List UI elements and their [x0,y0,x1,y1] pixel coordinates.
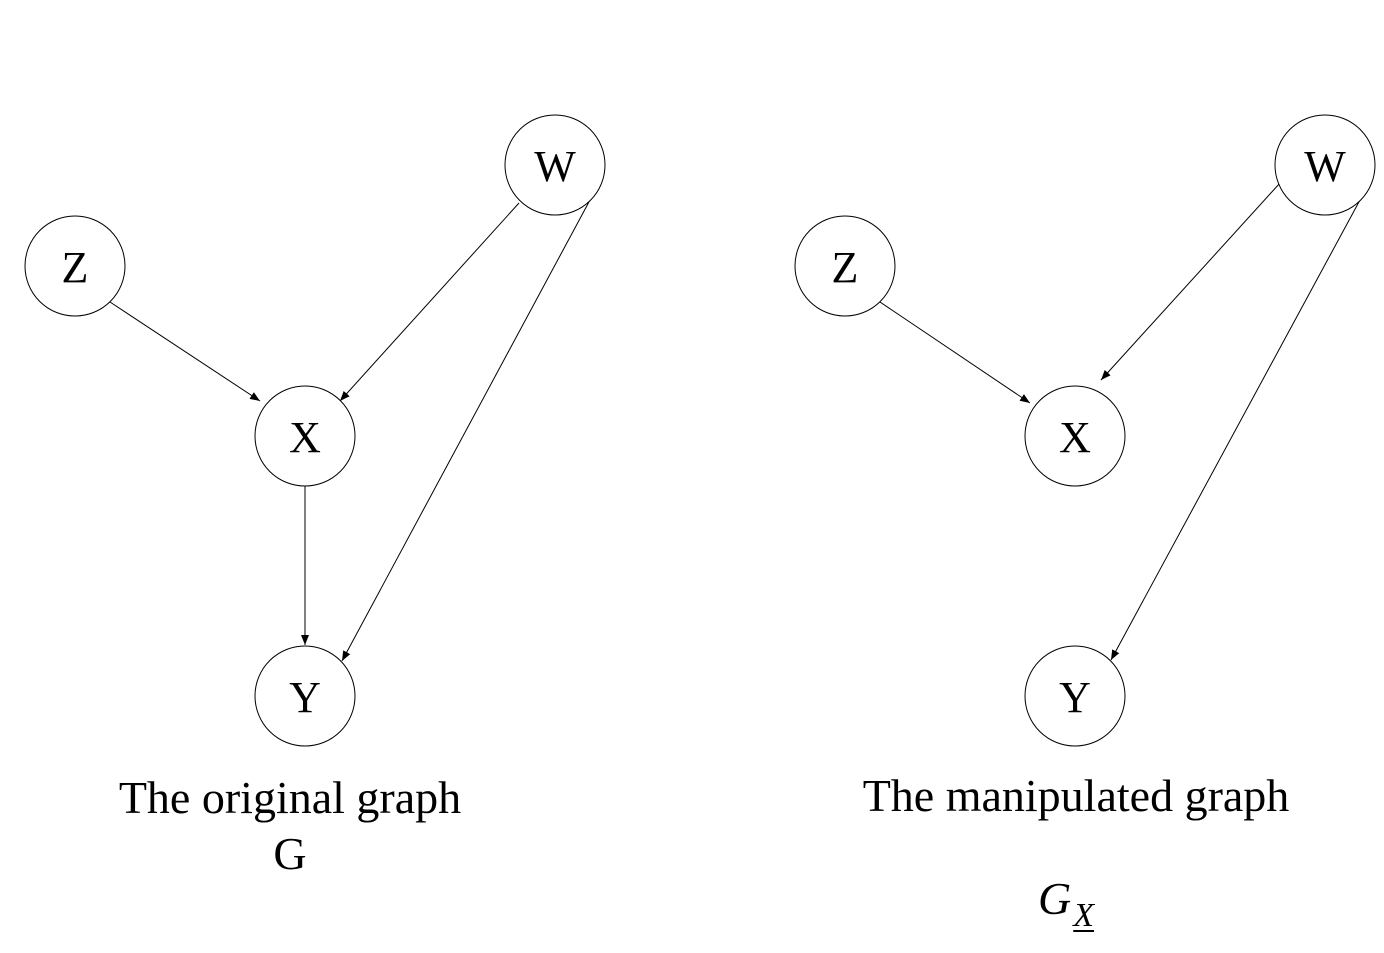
original-graph: Z W X Y [24,114,606,747]
edge-z-x [879,301,1031,404]
svg-text:Y: Y [289,673,321,722]
svg-text:Z: Z [62,243,89,292]
edge-z-x [109,301,261,402]
caption-line-2: G [273,828,307,879]
caption-line-1: The original graph [118,772,462,823]
svg-text:W: W [534,142,576,191]
node-w: W [1274,114,1376,216]
node-z: Z [24,215,126,317]
svg-text:Z: Z [832,243,859,292]
svg-text:X: X [1059,413,1091,462]
manipulated-graph-symbol: GX [1038,872,1094,934]
svg-text:X: X [289,413,321,462]
edge-w-x [339,202,520,402]
manipulated-graph-caption: The manipulated graph [826,768,1326,824]
math-subscript: X [1073,897,1095,934]
edge-w-y [341,199,591,662]
svg-text:W: W [1304,142,1346,191]
node-y: Y [254,645,356,747]
edge-w-x [1100,182,1281,381]
node-w: W [504,114,606,216]
node-x: X [254,385,356,487]
caption-line-1: The manipulated graph [862,770,1290,821]
edge-w-y [1110,199,1361,661]
node-z: Z [794,215,896,317]
node-y: Y [1024,645,1126,747]
svg-text:Y: Y [1059,673,1091,722]
original-graph-caption: The original graph G [90,770,490,882]
math-main: G [1038,873,1072,924]
node-x: X [1024,385,1126,487]
manipulated-graph: Z W X Y [794,114,1376,747]
